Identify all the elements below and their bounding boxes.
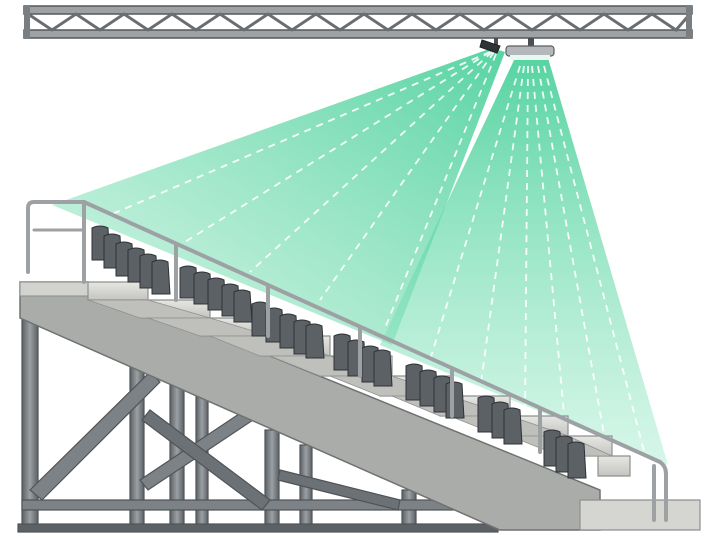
spotlight-beam	[380, 58, 668, 465]
floodlight-beam	[52, 48, 505, 345]
seat-row-1	[91, 225, 171, 295]
seat-row-2	[179, 265, 253, 323]
seat-row-3	[251, 301, 325, 359]
overhead-truss	[23, 5, 693, 39]
spotlight	[505, 38, 555, 60]
handrail	[26, 200, 668, 522]
seat-row-7	[543, 429, 587, 479]
light-beams	[52, 48, 668, 465]
stadium-seats	[91, 225, 587, 479]
seat-row-5	[405, 363, 465, 419]
floodlight	[479, 38, 501, 54]
seat-row-6	[477, 395, 523, 445]
